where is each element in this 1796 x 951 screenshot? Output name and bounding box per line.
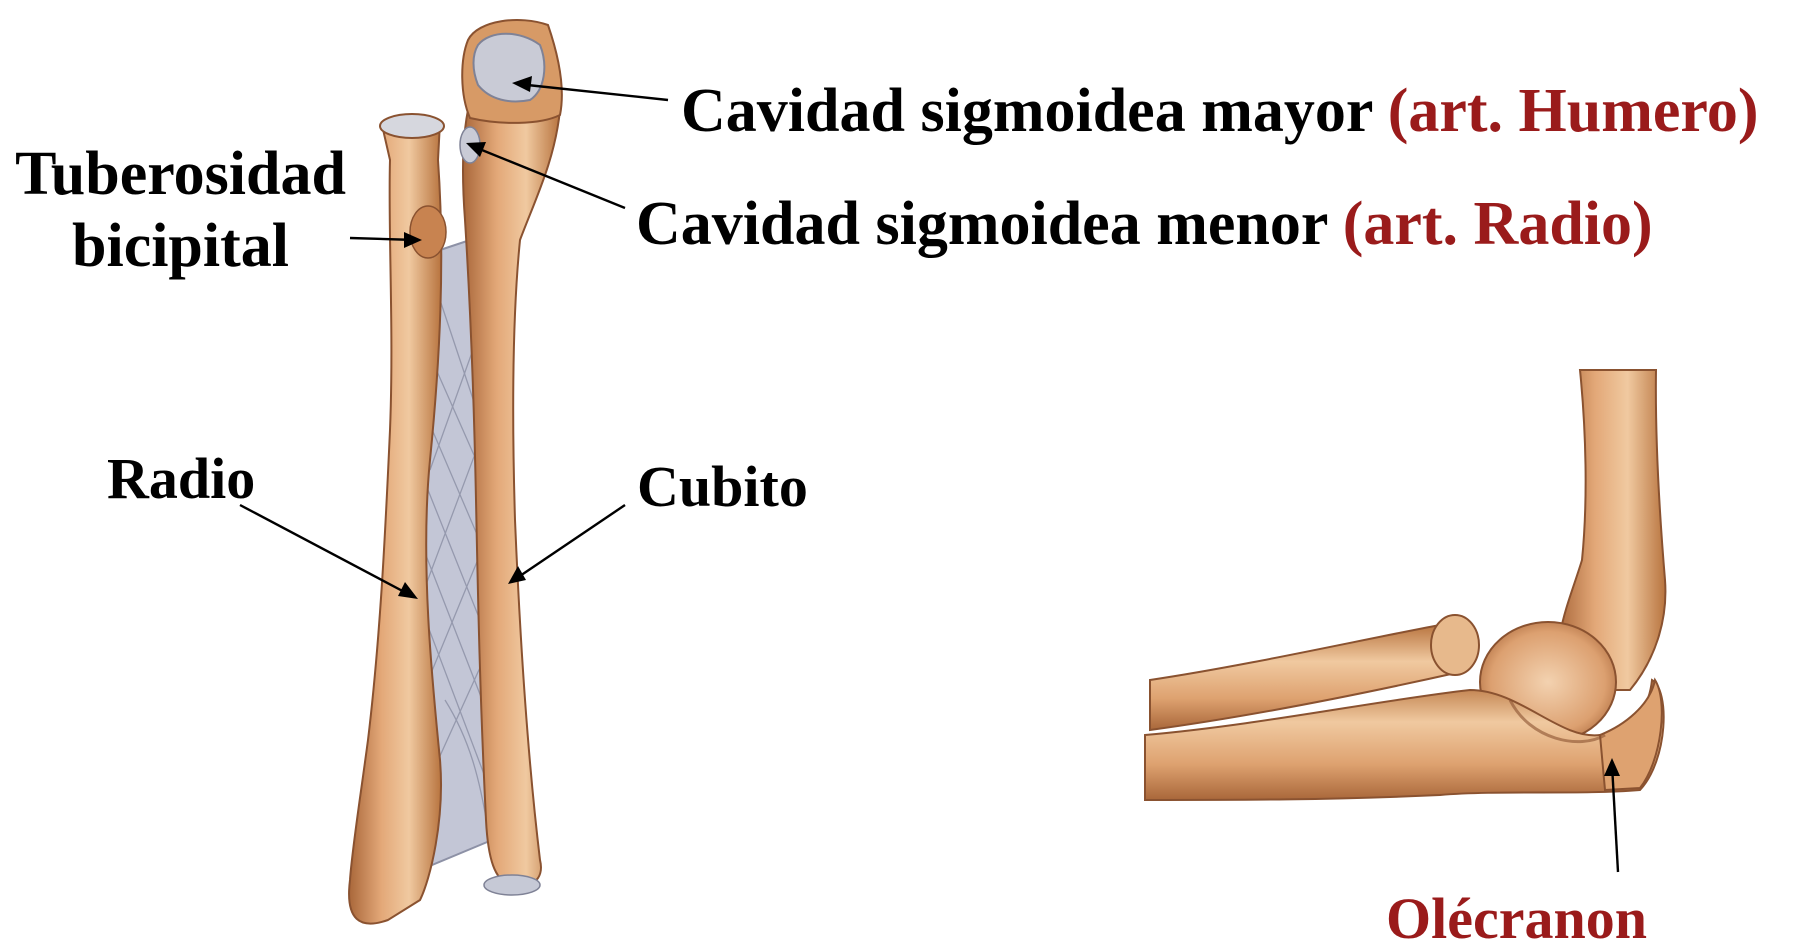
label-tuberosity: Tuberosidad bicipital [8,143,353,277]
bicipital-tuberosity [410,206,446,258]
label-sigmoid-major: Cavidad sigmoidea mayor (art. Humero) [681,80,1758,142]
label-sigmoid-minor: Cavidad sigmoidea menor (art. Radio) [636,193,1653,255]
elbow-lateral-view [1145,370,1665,800]
label-sigmoid-minor-note: (art. Radio) [1343,190,1653,258]
radial-head-lateral [1431,615,1479,675]
label-sigmoid-major-name: Cavidad sigmoidea mayor [681,77,1372,145]
radius-head [380,114,444,138]
label-sigmoid-major-note: (art. Humero) [1388,77,1759,145]
label-tuberosity-line2: bicipital [8,215,353,277]
leader-ulna [514,505,625,580]
label-ulna: Cubito [637,458,808,516]
ulna-distal-head [484,875,540,895]
label-olecranon: Olécranon [1386,890,1647,948]
label-sigmoid-minor-name: Cavidad sigmoidea menor [636,190,1327,258]
label-radius: Radio [107,450,255,508]
label-tuberosity-line1: Tuberosidad [8,143,353,205]
forearm-front-view [349,20,562,924]
greater-sigmoid-cavity [474,34,545,102]
